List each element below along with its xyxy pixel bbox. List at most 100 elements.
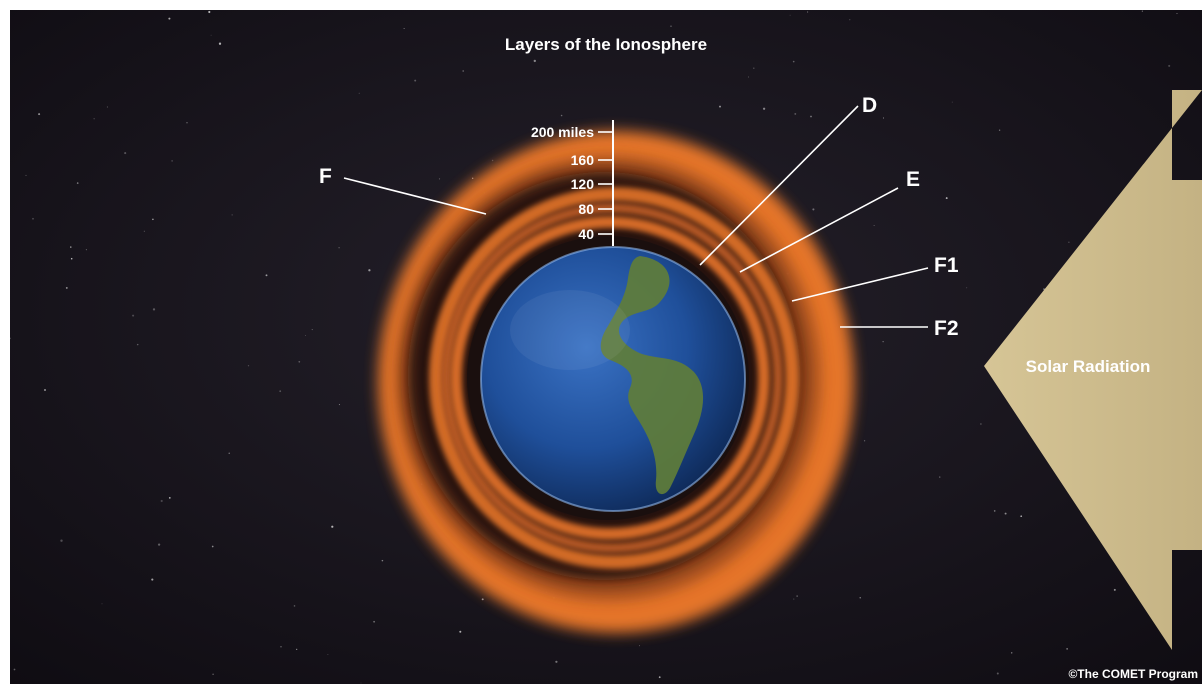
star bbox=[151, 578, 154, 581]
star bbox=[124, 152, 127, 155]
star bbox=[789, 14, 791, 16]
star bbox=[849, 19, 851, 21]
star bbox=[993, 510, 996, 512]
star bbox=[85, 249, 87, 251]
solar-radiation-arrow bbox=[984, 90, 1202, 650]
star bbox=[859, 597, 861, 599]
star bbox=[25, 174, 27, 176]
star bbox=[360, 682, 362, 684]
star bbox=[1004, 512, 1007, 515]
altitude-scale: 200 miles 160 120 80 40 bbox=[531, 120, 614, 246]
star bbox=[670, 25, 672, 27]
star bbox=[293, 605, 296, 607]
star bbox=[44, 389, 46, 391]
diagram-title: Layers of the Ionosphere bbox=[505, 35, 707, 54]
star bbox=[1141, 10, 1144, 12]
star bbox=[753, 67, 755, 69]
star bbox=[491, 159, 494, 162]
star bbox=[882, 117, 885, 119]
star bbox=[373, 620, 375, 623]
scale-tick-200: 200 miles bbox=[531, 124, 594, 140]
star bbox=[212, 673, 214, 676]
star bbox=[280, 646, 282, 648]
star bbox=[93, 118, 95, 120]
star bbox=[338, 247, 340, 249]
star bbox=[980, 423, 982, 425]
star bbox=[331, 525, 334, 528]
star bbox=[873, 225, 875, 227]
earth-globe bbox=[480, 246, 746, 512]
star bbox=[794, 112, 797, 115]
label-f: F bbox=[319, 165, 332, 188]
star bbox=[60, 539, 63, 542]
star bbox=[560, 114, 563, 117]
star bbox=[1068, 241, 1070, 243]
star bbox=[136, 343, 139, 346]
label-d: D bbox=[862, 94, 877, 117]
diagram-canvas: Solar Radiation Layers of the Ionosphere… bbox=[10, 10, 1202, 684]
leader-f bbox=[343, 177, 487, 215]
star bbox=[812, 208, 815, 211]
star bbox=[598, 44, 600, 46]
star bbox=[132, 314, 135, 317]
star bbox=[38, 113, 41, 116]
star bbox=[358, 92, 360, 94]
star bbox=[863, 440, 866, 442]
star bbox=[279, 390, 282, 393]
star bbox=[228, 452, 230, 454]
star bbox=[368, 269, 371, 272]
star bbox=[381, 559, 384, 562]
star bbox=[533, 59, 536, 63]
solar-radiation-label: Solar Radiation bbox=[1026, 357, 1151, 376]
star bbox=[748, 76, 750, 78]
star bbox=[106, 106, 108, 108]
star bbox=[143, 230, 145, 232]
label-f2: F2 bbox=[934, 317, 959, 340]
star bbox=[996, 672, 999, 675]
star bbox=[1043, 288, 1045, 290]
star bbox=[403, 28, 405, 29]
star bbox=[1168, 64, 1171, 67]
star bbox=[171, 160, 173, 162]
credit-text: ©The COMET Program bbox=[1068, 667, 1198, 681]
leader-e bbox=[739, 187, 899, 273]
star bbox=[32, 217, 34, 220]
star bbox=[762, 107, 766, 110]
scale-tick-40: 40 bbox=[578, 226, 594, 242]
star bbox=[305, 335, 307, 336]
star bbox=[186, 122, 188, 124]
star bbox=[101, 603, 103, 605]
star bbox=[76, 182, 79, 184]
continent-americas bbox=[600, 256, 704, 495]
star bbox=[10, 337, 11, 340]
star bbox=[211, 545, 214, 548]
star bbox=[719, 105, 721, 108]
star bbox=[951, 101, 953, 103]
star bbox=[459, 630, 462, 633]
star bbox=[311, 329, 313, 331]
layer-labels: F D E F1 F2 bbox=[319, 94, 959, 340]
star bbox=[157, 543, 161, 546]
star bbox=[481, 598, 484, 601]
star bbox=[298, 360, 301, 363]
star bbox=[70, 257, 73, 260]
star bbox=[338, 404, 340, 406]
star bbox=[296, 648, 298, 650]
leader-d bbox=[699, 105, 859, 266]
star bbox=[218, 42, 222, 45]
star bbox=[1020, 515, 1023, 518]
scale-tick-80: 80 bbox=[578, 201, 594, 217]
star bbox=[13, 668, 16, 671]
star bbox=[1113, 588, 1116, 591]
star bbox=[323, 168, 326, 171]
star bbox=[793, 598, 795, 600]
star bbox=[168, 17, 171, 20]
scale-tick-120: 120 bbox=[571, 176, 595, 192]
star bbox=[1176, 13, 1178, 14]
label-f1: F1 bbox=[934, 254, 959, 277]
star bbox=[807, 11, 809, 13]
label-e: E bbox=[906, 168, 920, 191]
scale-tick-160: 160 bbox=[571, 152, 595, 168]
star bbox=[966, 287, 968, 289]
star bbox=[1010, 652, 1013, 654]
